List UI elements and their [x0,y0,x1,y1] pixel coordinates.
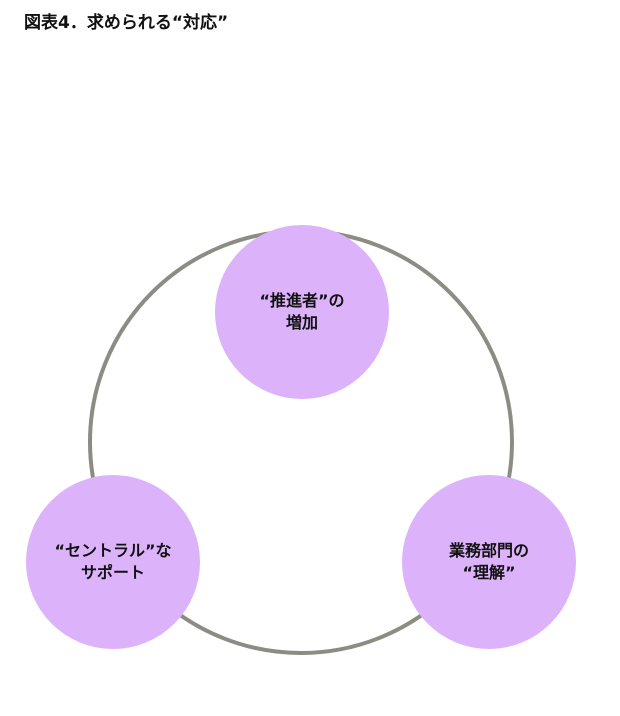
node-top-line-1: “推進者”の [259,291,345,310]
node-right-circle [402,475,576,649]
node-left-label: “セントラル”な サポート [25,540,201,584]
node-left-line-1: “セントラル”な [54,541,172,560]
node-left-circle [26,475,200,649]
figure-title: 図表4．求められる“対応” [24,13,229,33]
node-right-line-2: “理解” [462,563,516,582]
node-top-line-2: 増加 [285,313,318,332]
node-right-label: 業務部門の “理解” [401,540,577,584]
node-right-line-1: 業務部門の [448,541,529,560]
node-top-label: “推進者”の 増加 [214,290,390,334]
node-top-circle [215,225,389,399]
node-left-line-2: サポート [80,563,145,582]
